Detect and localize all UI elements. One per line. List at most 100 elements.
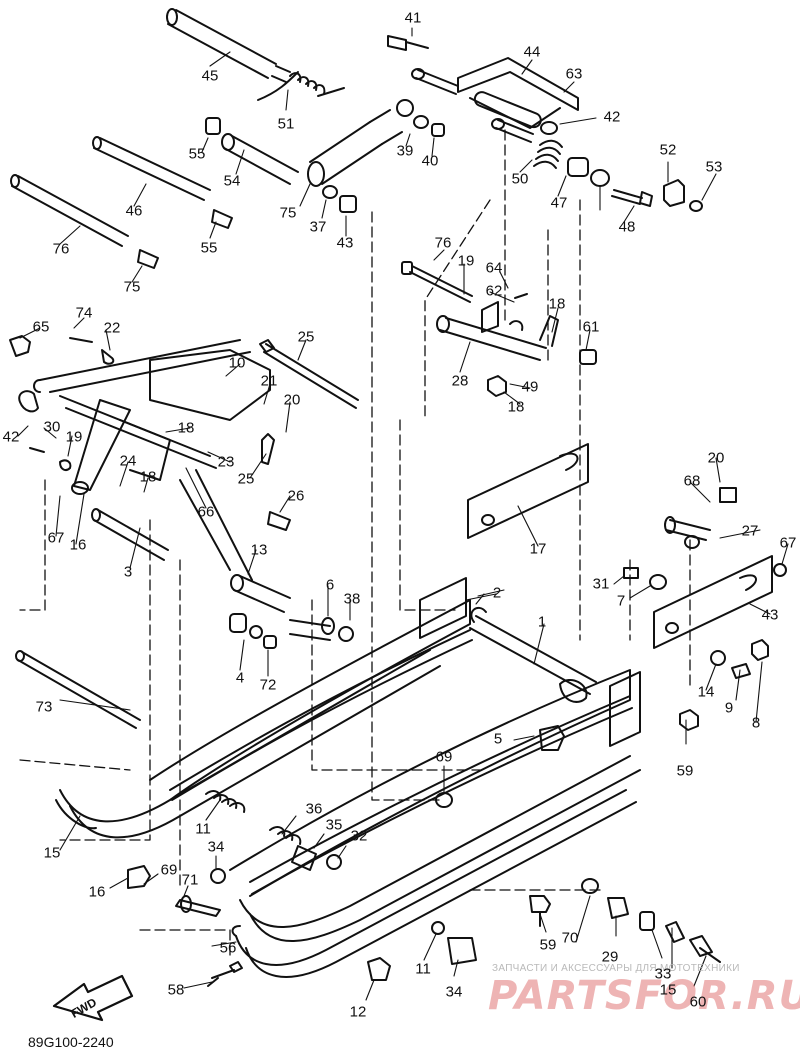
part-callout-14[interactable]: 14 (697, 683, 715, 701)
part-callout-32[interactable]: 32 (350, 827, 368, 845)
part-callout-65[interactable]: 65 (32, 318, 50, 336)
part-callout-72[interactable]: 72 (259, 676, 277, 694)
part-callout-67[interactable]: 67 (47, 529, 65, 547)
watermark-caption: ЗАПЧАСТИ И АКСЕССУАРЫ ДЛЯ МОТОТЕХНИКИ (492, 963, 740, 974)
part-callout-34[interactable]: 34 (207, 838, 225, 856)
part-callout-58[interactable]: 58 (167, 981, 185, 999)
part-callout-76[interactable]: 76 (52, 240, 70, 258)
part-callout-70[interactable]: 70 (561, 929, 579, 947)
part-callout-6[interactable]: 6 (325, 576, 335, 594)
part-callout-52[interactable]: 52 (659, 141, 677, 159)
part-callout-3[interactable]: 3 (123, 563, 133, 581)
part-callout-18[interactable]: 18 (507, 398, 525, 416)
part-callout-62[interactable]: 62 (485, 282, 503, 300)
part-callout-1[interactable]: 1 (537, 613, 547, 631)
part-callout-10[interactable]: 10 (228, 354, 246, 372)
part-callout-44[interactable]: 44 (523, 43, 541, 61)
part-callout-76[interactable]: 76 (434, 234, 452, 252)
part-callout-24[interactable]: 24 (119, 452, 137, 470)
springs-and-fasteners (127, 790, 721, 987)
part-callout-53[interactable]: 53 (705, 158, 723, 176)
part-callout-39[interactable]: 39 (396, 142, 414, 160)
part-callout-66[interactable]: 66 (197, 503, 215, 521)
shafts-and-shock (10, 8, 445, 269)
part-callout-74[interactable]: 74 (75, 304, 93, 322)
part-callout-33[interactable]: 33 (654, 965, 672, 983)
part-callout-30[interactable]: 30 (43, 418, 61, 436)
part-callout-16[interactable]: 16 (88, 883, 106, 901)
part-callout-51[interactable]: 51 (277, 115, 295, 133)
part-callout-19[interactable]: 19 (65, 428, 83, 446)
part-callout-31[interactable]: 31 (592, 575, 610, 593)
part-callout-73[interactable]: 73 (35, 698, 53, 716)
part-callout-55[interactable]: 55 (200, 239, 218, 257)
part-callout-23[interactable]: 23 (217, 453, 235, 471)
part-callout-18[interactable]: 18 (177, 419, 195, 437)
part-callout-47[interactable]: 47 (550, 194, 568, 212)
part-callout-11[interactable]: 11 (195, 820, 211, 838)
part-callout-59[interactable]: 59 (539, 936, 557, 954)
part-callout-29[interactable]: 29 (601, 948, 619, 966)
part-callout-21[interactable]: 21 (260, 372, 278, 390)
part-callout-54[interactable]: 54 (223, 172, 241, 190)
part-callout-15[interactable]: 15 (659, 981, 677, 999)
part-callout-68[interactable]: 68 (683, 472, 701, 490)
part-callout-41[interactable]: 41 (404, 9, 422, 27)
part-callout-18[interactable]: 18 (139, 468, 157, 486)
part-callout-48[interactable]: 48 (618, 218, 636, 236)
part-callout-36[interactable]: 36 (305, 800, 323, 818)
part-callout-40[interactable]: 40 (421, 152, 439, 170)
part-callout-2[interactable]: 2 (492, 584, 502, 602)
part-callout-7[interactable]: 7 (616, 592, 626, 610)
part-callout-27[interactable]: 27 (741, 522, 759, 540)
part-callout-63[interactable]: 63 (565, 65, 583, 83)
part-callout-67[interactable]: 67 (779, 534, 797, 552)
part-callout-59[interactable]: 59 (676, 762, 694, 780)
part-callout-20[interactable]: 20 (283, 391, 301, 409)
part-callout-60[interactable]: 60 (689, 993, 707, 1011)
part-callout-26[interactable]: 26 (287, 487, 305, 505)
part-callout-12[interactable]: 12 (349, 1003, 367, 1021)
part-callout-38[interactable]: 38 (343, 590, 361, 608)
part-callout-64[interactable]: 64 (485, 259, 503, 277)
part-callout-8[interactable]: 8 (751, 714, 761, 732)
part-callout-37[interactable]: 37 (309, 218, 327, 236)
part-callout-35[interactable]: 35 (325, 816, 343, 834)
part-callout-11[interactable]: 11 (415, 960, 431, 978)
part-callout-22[interactable]: 22 (103, 319, 121, 337)
part-callout-34[interactable]: 34 (445, 983, 463, 1001)
part-callout-28[interactable]: 28 (451, 372, 469, 390)
part-callout-43[interactable]: 43 (336, 234, 354, 252)
part-callout-71[interactable]: 71 (181, 871, 199, 889)
part-callout-9[interactable]: 9 (724, 699, 734, 717)
part-callout-61[interactable]: 61 (582, 318, 600, 336)
part-callout-49[interactable]: 49 (521, 378, 539, 396)
part-callout-69[interactable]: 69 (435, 748, 453, 766)
part-callout-75[interactable]: 75 (279, 204, 297, 222)
part-callout-75[interactable]: 75 (123, 278, 141, 296)
part-callout-17[interactable]: 17 (529, 540, 547, 558)
part-callout-5[interactable]: 5 (493, 730, 503, 748)
part-callout-55[interactable]: 55 (188, 145, 206, 163)
part-callout-13[interactable]: 13 (250, 541, 268, 559)
part-callout-4[interactable]: 4 (235, 669, 245, 687)
part-callout-43[interactable]: 43 (761, 606, 779, 624)
part-callout-45[interactable]: 45 (201, 67, 219, 85)
part-callout-15[interactable]: 15 (43, 844, 61, 862)
part-callout-46[interactable]: 46 (125, 202, 143, 220)
part-callout-25[interactable]: 25 (297, 328, 315, 346)
part-callout-25[interactable]: 25 (237, 470, 255, 488)
part-callout-19[interactable]: 19 (457, 252, 475, 270)
part-callout-18[interactable]: 18 (548, 295, 566, 313)
part-callout-20[interactable]: 20 (707, 449, 725, 467)
part-callout-42[interactable]: 42 (603, 108, 621, 126)
part-callout-42[interactable]: 42 (2, 428, 20, 446)
part-callout-50[interactable]: 50 (511, 170, 529, 188)
part-callout-16[interactable]: 16 (69, 536, 87, 554)
part-callout-56[interactable]: 56 (219, 939, 237, 957)
forward-arrow-icon (52, 974, 134, 1022)
part-callout-69[interactable]: 69 (160, 861, 178, 879)
slide-rails (55, 577, 641, 978)
